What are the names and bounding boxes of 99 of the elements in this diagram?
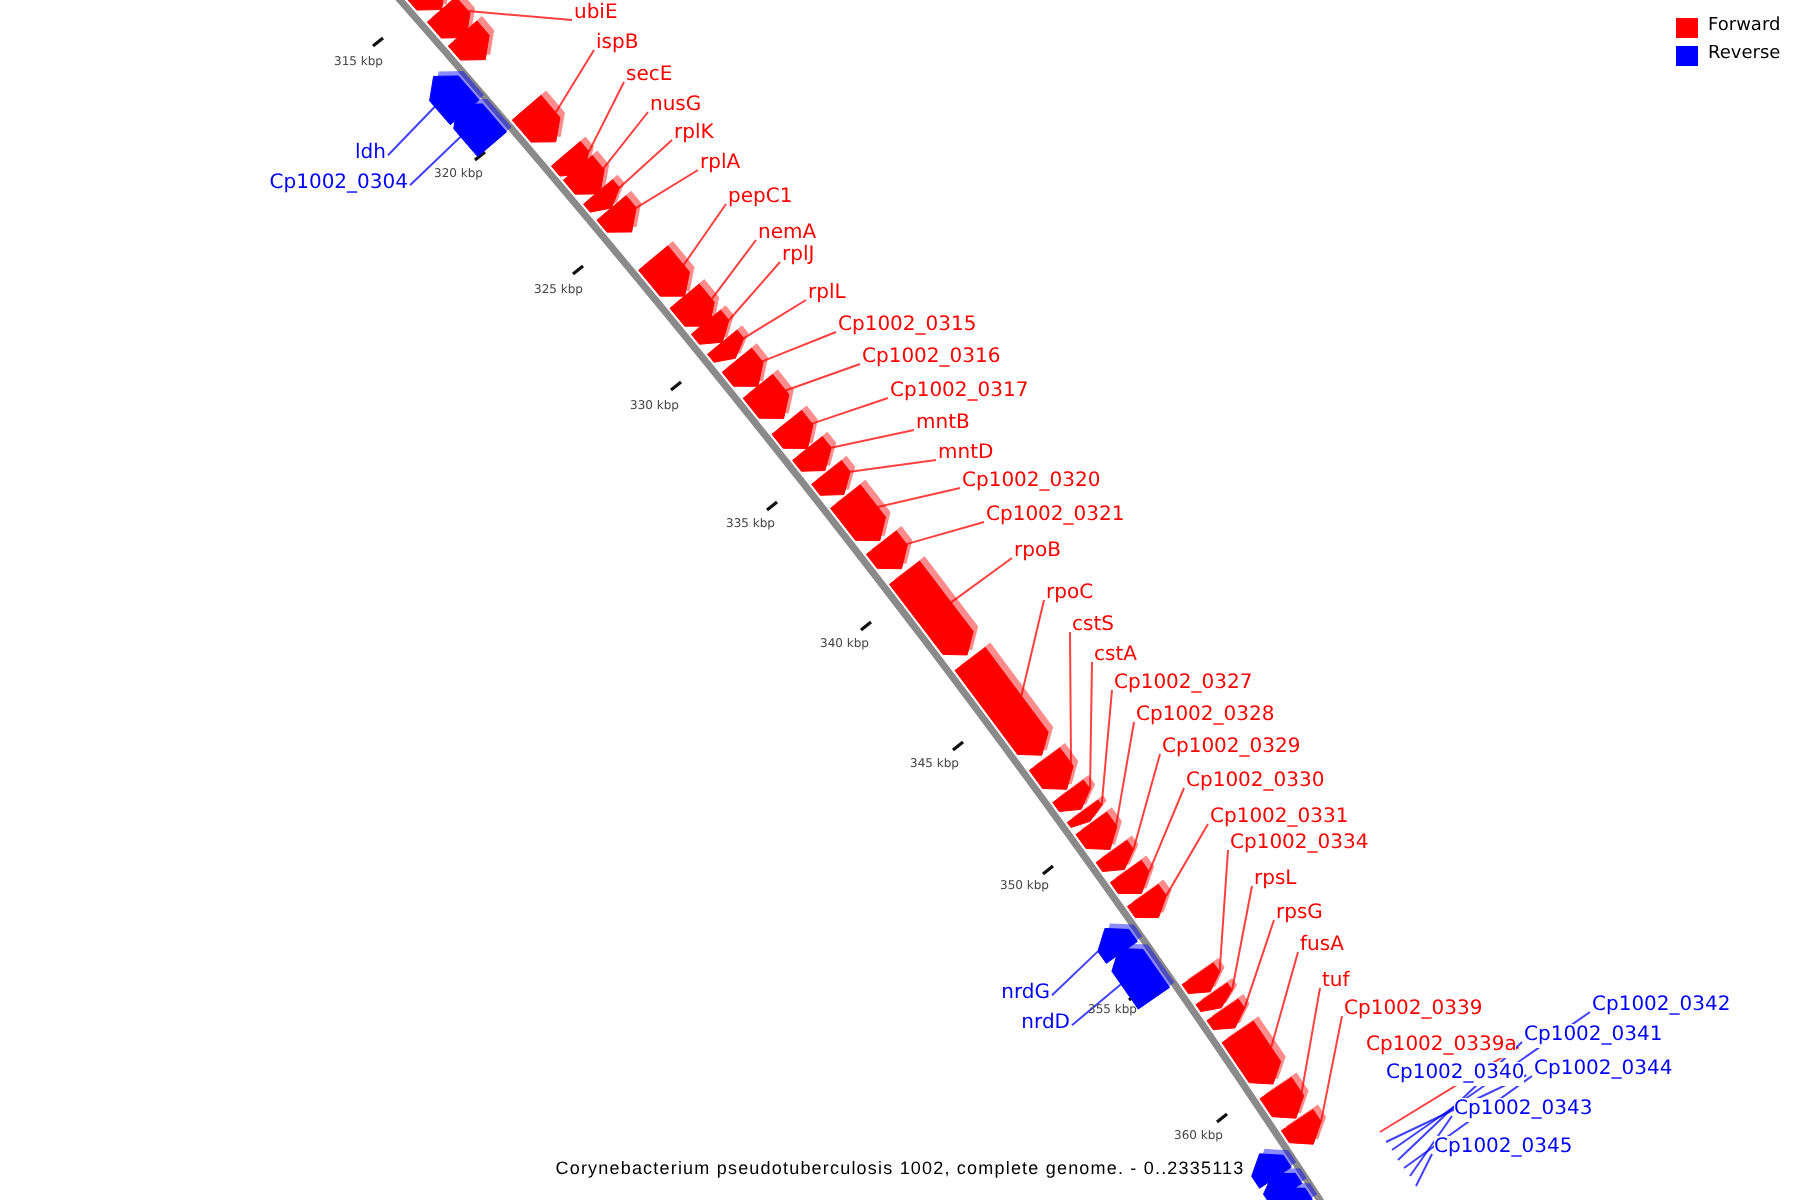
gene-block [1259,1072,1309,1119]
leader-line [1300,987,1321,1094]
leader-line [635,169,699,209]
gene-block [1095,835,1139,872]
gene-label: Cp1002_0340 [1386,1062,1525,1086]
leader-line [1415,1153,1433,1187]
gene-label: Cp1002_0321 [986,504,1125,528]
leader-line [587,81,625,153]
gene-label: Cp1002_0344 [1534,1058,1673,1082]
gene-block [1221,1016,1286,1085]
leader-line [1218,849,1229,973]
gene-label: Cp1002_0341 [1524,1024,1663,1048]
gene-label: Cp1002_0317 [890,380,1029,404]
legend-label: Forward [1708,16,1781,38]
leader-line [876,487,961,508]
gene-block [1109,855,1155,895]
gene-label: Cp1002_0339a [1366,1034,1517,1058]
gene-label: rpoB [1014,540,1061,564]
leader-line [811,397,889,425]
gene-label: Cp1002_0331 [1210,806,1349,830]
gene-label: rpsL [1254,868,1297,892]
leader-line [602,111,649,170]
gene-block [1181,957,1225,995]
gene-label: Cp1002_0345 [1434,1136,1573,1160]
gene-label: ispB [596,32,639,56]
leader-line [1243,919,1275,1010]
gene-block [889,556,979,656]
gene-block [1126,879,1172,919]
gene-label: rpoC [1046,582,1094,606]
leader-line [1089,661,1093,791]
caption: Corynebacterium pseudotuberculosis 1002, complete genome. - 0..2335113 [553,1156,1247,1180]
gene-label: rplA [700,152,741,176]
leader-line [1020,599,1045,697]
leader-line [905,521,985,546]
leader-line [1051,950,1099,997]
leader-line [618,139,673,189]
leader-line [727,261,781,322]
leader-line [710,239,757,301]
leader-line [1148,787,1185,873]
leader-line [682,203,727,266]
gene-label: Cp1002_0342 [1592,994,1731,1018]
gene-block [453,98,512,158]
gene-block [669,279,720,327]
gene-label: rplL [808,282,846,306]
gene-block [596,190,642,233]
gene-block [690,305,734,345]
leader-line [950,557,1013,604]
leader-line [554,49,595,114]
gene-label: Cp1002_0316 [862,346,1001,370]
gene-label: pepC1 [728,186,793,210]
leader-line [830,429,915,449]
leader-line [1115,721,1135,827]
gene-block [638,240,695,297]
leader-line [761,331,837,363]
leader-line [1100,689,1113,807]
leader-line [467,10,573,21]
gene-label: Cp1002_0304 [269,172,408,196]
gene-block [792,431,837,472]
gene-block [1272,1182,1318,1200]
leader-line [1069,631,1072,765]
gene-block [1052,775,1096,812]
gene-block [1028,742,1079,790]
gene-label: rplK [674,122,714,146]
gene-block [562,150,610,195]
leader-line [1409,1115,1453,1177]
leader-line [784,363,861,392]
leader-line [1071,983,1122,1027]
gene-label: rplJ [782,244,815,268]
leader-line [849,459,937,473]
gene-label: Cp1002_0330 [1186,770,1325,794]
gene-block [1280,1104,1327,1145]
gene-block [865,526,913,570]
gene-label: rpsG [1276,902,1323,926]
gene-label: Cp1002_0315 [838,314,977,338]
leader-line [1132,753,1161,851]
leader-line [1320,1015,1343,1123]
gene-block [447,16,495,61]
leader-line [1231,885,1253,992]
gene-label: Cp1002_0339 [1344,998,1483,1022]
leader-line [742,299,807,340]
gene-label: Cp1002_0327 [1114,672,1253,696]
gene-block [721,343,769,387]
gene-label: Cp1002_0343 [1454,1098,1593,1122]
leader-line [1270,951,1299,1049]
gene-label: Cp1002_0329 [1162,736,1301,760]
gene-label: Cp1002_0334 [1230,832,1369,856]
leader-line [387,105,436,157]
gene-block [742,369,794,419]
gene-block [811,455,856,496]
leader-line [409,135,462,187]
gene-block [771,405,818,449]
legend-label: Reverse [1708,44,1781,66]
gene-block [954,642,1054,756]
leader-line [1165,823,1209,897]
gene-block [830,479,891,542]
gene-block [1206,994,1250,1031]
gene-label: Cp1002_0320 [962,470,1101,494]
gene-label: Cp1002_0328 [1136,704,1275,728]
gene-block [511,90,565,143]
